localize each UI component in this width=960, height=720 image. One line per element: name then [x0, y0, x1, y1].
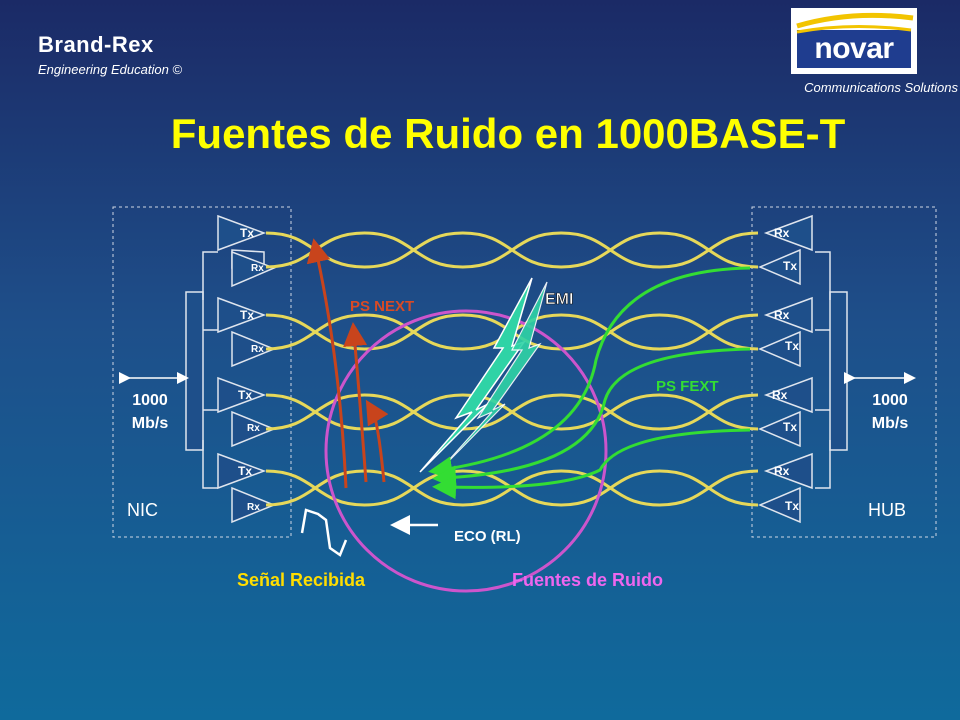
novar-logo-text: novar: [814, 32, 894, 65]
slide-title: Fuentes de Ruido en 1000BASE-T: [170, 110, 846, 157]
hub-speed-1: 1000: [872, 392, 908, 409]
brand-rex-logo: Brand-Rex: [38, 32, 154, 57]
hub-tx-label-3: Tx: [783, 420, 797, 434]
hub-rx-label-3: Rx: [772, 388, 788, 402]
nic-rx-label-3: Rx: [247, 423, 260, 434]
logo-tagline: Communications Solutions: [804, 80, 958, 95]
hub-bus: [829, 291, 848, 451]
nic-rx-label-1: Rx: [251, 263, 264, 274]
hub-box: [751, 206, 937, 538]
nic-label: NIC: [127, 500, 158, 520]
novar-logo: novar: [791, 8, 917, 74]
received-signal-label: Señal Recibida: [237, 570, 366, 590]
twisted-pair-1-wire-2: [265, 231, 759, 269]
nic-tx-label-2: Tx: [240, 308, 254, 322]
ps-next-label: PS NEXT: [350, 298, 414, 315]
hub-speed-2: Mb/s: [872, 415, 909, 432]
nic-speed-1: 1000: [132, 392, 168, 409]
nic-tx-label-4: Tx: [238, 464, 252, 478]
twisted-pair-4-wire-2: [265, 469, 759, 507]
eco-label: ECO (RL): [454, 528, 521, 545]
ps-next-arrows: [306, 238, 389, 489]
emi-label: EMI: [545, 291, 573, 308]
ps-fext-arrows: [428, 266, 751, 500]
novar-logo-graphic: [791, 8, 917, 74]
hub-rx-label-4: Rx: [774, 464, 790, 478]
nic-bus: [185, 291, 204, 451]
nic-rx-label-2: Rx: [251, 344, 264, 355]
hub-transceivers: [758, 214, 831, 524]
nic-tx-label-3: Tx: [238, 388, 252, 402]
twisted-pairs: [265, 231, 759, 507]
received-signal-trace: [300, 508, 348, 557]
nic-tx-label-1: Tx: [240, 226, 254, 240]
nic-speed-2: Mb/s: [132, 415, 169, 432]
hub-rx-label-1: Rx: [774, 226, 790, 240]
hub-label: HUB: [868, 500, 906, 520]
nic-transceivers: [202, 214, 276, 524]
hub-tx-label-1: Tx: [783, 259, 797, 273]
brand-subtitle: Engineering Education ©: [38, 62, 183, 77]
hub-rx-label-2: Rx: [774, 308, 790, 322]
nic-box: [112, 206, 292, 538]
twisted-pair-3-wire-2: [265, 393, 759, 431]
ps-fext-label: PS FEXT: [656, 378, 719, 395]
hub-tx-label-4: Tx: [785, 499, 799, 513]
noise-circle: [324, 309, 608, 593]
nic-rx-label-4: Rx: [247, 502, 260, 513]
noise-sources-label: Fuentes de Ruido: [512, 570, 663, 590]
hub-tx-label-2: Tx: [785, 339, 799, 353]
